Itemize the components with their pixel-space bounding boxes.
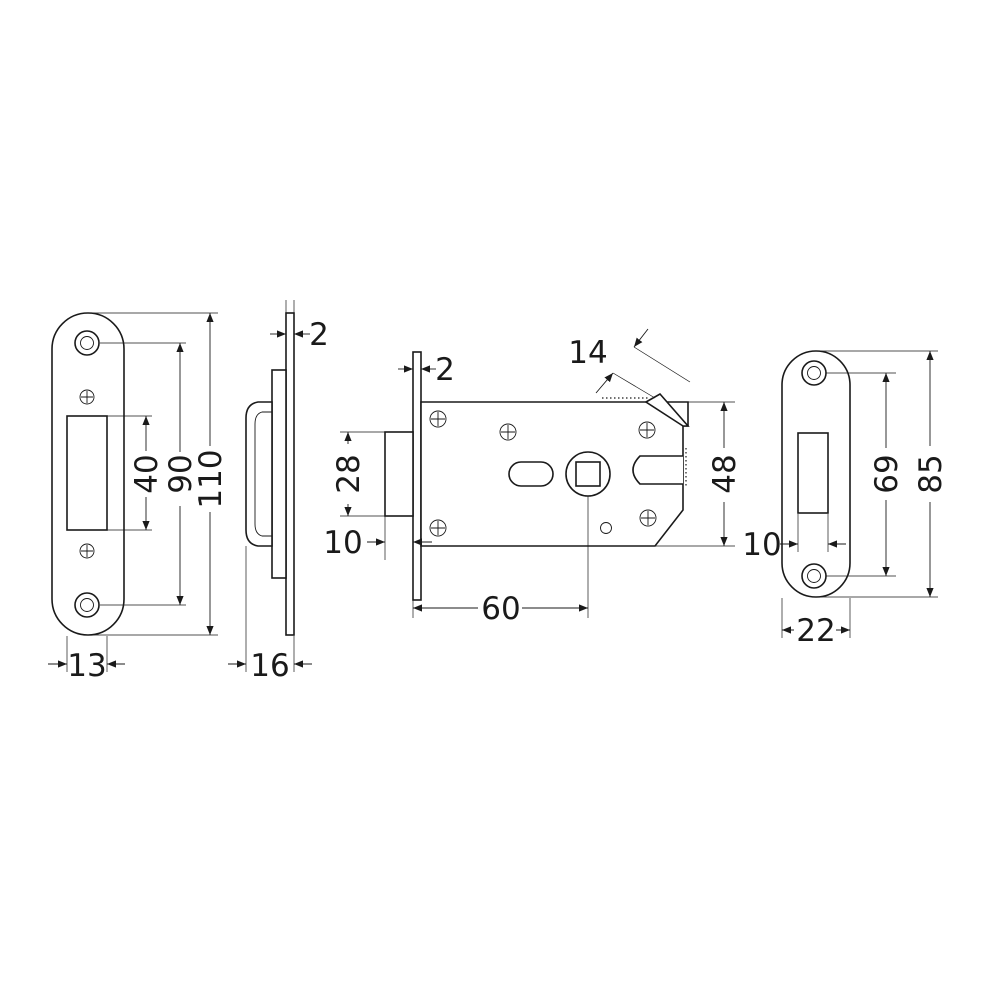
dim-strike-short-hole-spacing: 69 (869, 454, 905, 493)
side-latch (245, 401, 273, 547)
lock-front-view: 28 10 2 60 48 14 (323, 328, 743, 627)
countersunk-hole-icon (74, 330, 100, 356)
strike-plate-short: 85 69 10 22 (742, 350, 949, 649)
cross-screw-icon (638, 421, 656, 439)
dim-latch-projection: 10 (323, 525, 362, 561)
cross-screw-icon (499, 423, 517, 441)
dim-strike-long-slot-height: 40 (129, 454, 165, 493)
countersunk-hole-icon (801, 563, 827, 589)
dim-strike-short-slot-offset: 10 (742, 527, 781, 563)
dim-strike-short-width: 22 (796, 613, 835, 649)
dim-backset: 60 (481, 591, 520, 627)
strike-plate-long: 110 90 40 13 (48, 312, 229, 684)
dim-bolt-angle-width: 14 (568, 335, 607, 371)
lock-faceplate (412, 351, 422, 601)
lock-side-view: 2 16 (228, 300, 329, 684)
side-body-flange (271, 369, 287, 579)
dim-strike-long-hole-spacing: 90 (163, 454, 199, 493)
strike-plate-long-slot (66, 415, 108, 531)
square-spindle-icon (565, 451, 611, 497)
cross-screw-icon (429, 410, 447, 428)
dim-latch-height: 28 (331, 454, 367, 493)
countersunk-hole-icon (74, 592, 100, 618)
small-hole (600, 522, 612, 534)
dim-strike-long-width: 13 (67, 648, 106, 684)
oblong-hole (508, 461, 554, 487)
cross-screw-icon (429, 519, 447, 537)
dim-side-faceplate-thickness: 2 (309, 317, 329, 353)
angled-bolt (644, 392, 690, 427)
latch-bolt (384, 431, 414, 517)
countersunk-hole-icon (801, 360, 827, 386)
dim-strike-long-height-outer: 110 (193, 449, 229, 508)
strike-plate-short-slot (797, 432, 829, 514)
cross-screw-icon (639, 509, 657, 527)
dim-lock-faceplate-thickness: 2 (435, 352, 455, 388)
side-faceplate (285, 312, 295, 636)
cross-screw-icon (79, 543, 95, 559)
cross-screw-icon (79, 389, 95, 405)
dim-body-height: 48 (707, 454, 743, 493)
lock-body-slot (632, 455, 683, 485)
dim-side-depth: 16 (250, 648, 289, 684)
dim-strike-short-height: 85 (913, 454, 949, 493)
